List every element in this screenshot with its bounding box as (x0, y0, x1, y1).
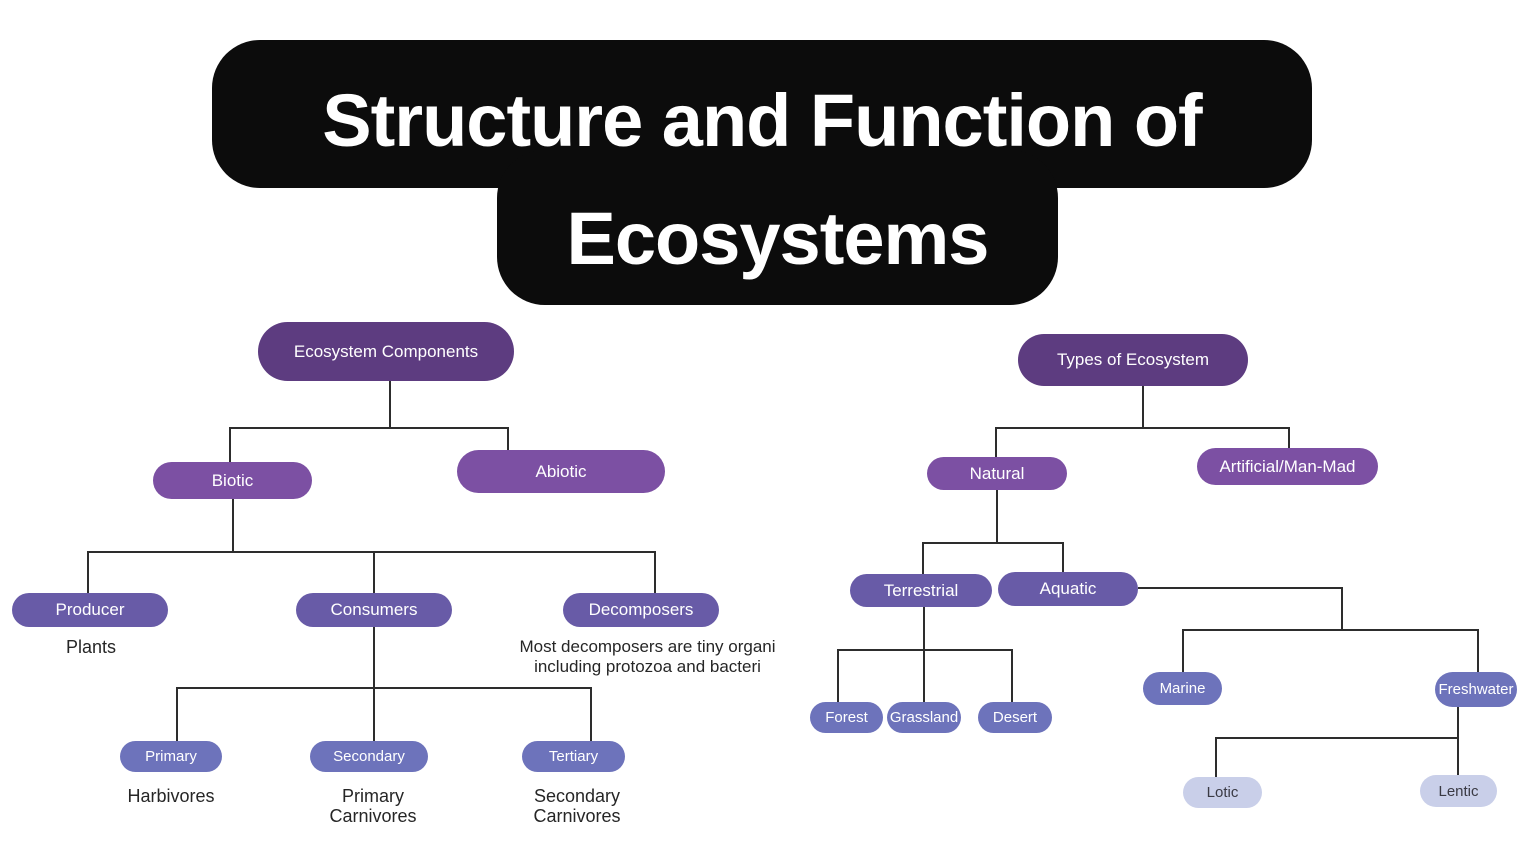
node-natural: Natural (927, 457, 1067, 490)
node-abiotic: Abiotic (457, 450, 665, 493)
node-producer: Producer (12, 593, 168, 627)
node-primary: Primary (120, 741, 222, 772)
note-decomposers: Most decomposers are tiny organi includi… (519, 637, 776, 676)
node-decomposers: Decomposers (563, 593, 719, 627)
node-lotic: Lotic (1183, 777, 1262, 808)
node-consumers: Consumers (296, 593, 452, 627)
node-biotic: Biotic (153, 462, 312, 499)
node-aquatic: Aquatic (998, 572, 1138, 606)
note-plants: Plants (65, 637, 117, 657)
node-terrestrial: Terrestrial (850, 574, 992, 607)
node-secondary: Secondary (310, 741, 428, 772)
node-artificial-man-made: Artificial/Man-Mad (1197, 448, 1378, 485)
node-desert: Desert (978, 702, 1052, 733)
note-harbivores: Harbivores (127, 786, 215, 806)
page-title-line-2: Ecosystems (566, 197, 990, 280)
node-tertiary: Tertiary (522, 741, 625, 772)
node-grassland: Grassland (887, 702, 961, 733)
node-ecosystem-components: Ecosystem Components (258, 322, 514, 381)
node-marine: Marine (1143, 672, 1222, 705)
node-types-of-ecosystem: Types of Ecosystem (1018, 334, 1248, 386)
note-primary-carnivores: Primary Carnivores (329, 786, 417, 826)
note-secondary-carnivores: Secondary Carnivores (533, 786, 621, 826)
node-freshwater: Freshwater (1435, 672, 1517, 707)
page-title-line-1: Structure and Function of (322, 79, 1202, 162)
node-lentic: Lentic (1420, 775, 1497, 807)
node-forest: Forest (810, 702, 883, 733)
title-banner-bottom (497, 150, 1058, 305)
